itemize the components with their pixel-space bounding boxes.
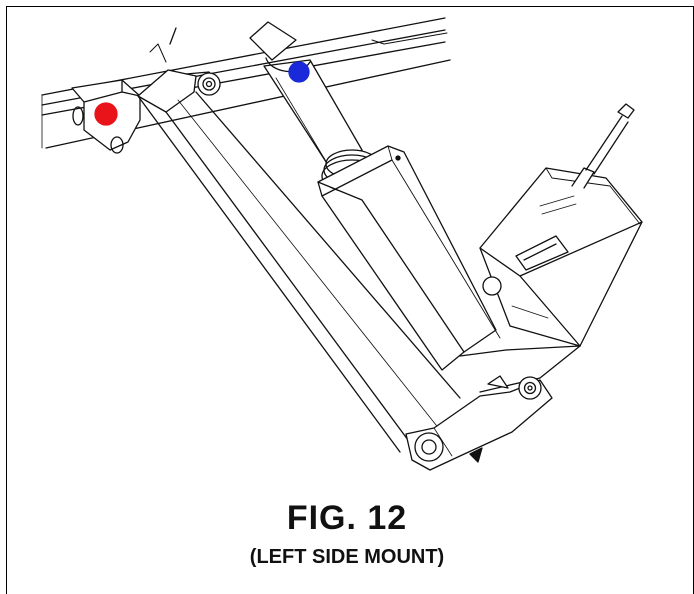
- red-marker: [94, 102, 118, 126]
- blue-marker: [288, 61, 310, 83]
- lower-pivot-bracket: [405, 375, 553, 471]
- left-bracket: [71, 79, 141, 154]
- support-arm: [137, 69, 461, 453]
- motor-housing: [459, 167, 643, 393]
- power-cable: [571, 103, 635, 189]
- figure-title: FIG. 12: [286, 499, 408, 537]
- figure-subtitle: (LEFT SIDE MOUNT): [249, 546, 445, 568]
- frame-border-left: [6, 6, 7, 594]
- frame-border-top: [6, 6, 694, 7]
- actuator-body: [317, 145, 501, 371]
